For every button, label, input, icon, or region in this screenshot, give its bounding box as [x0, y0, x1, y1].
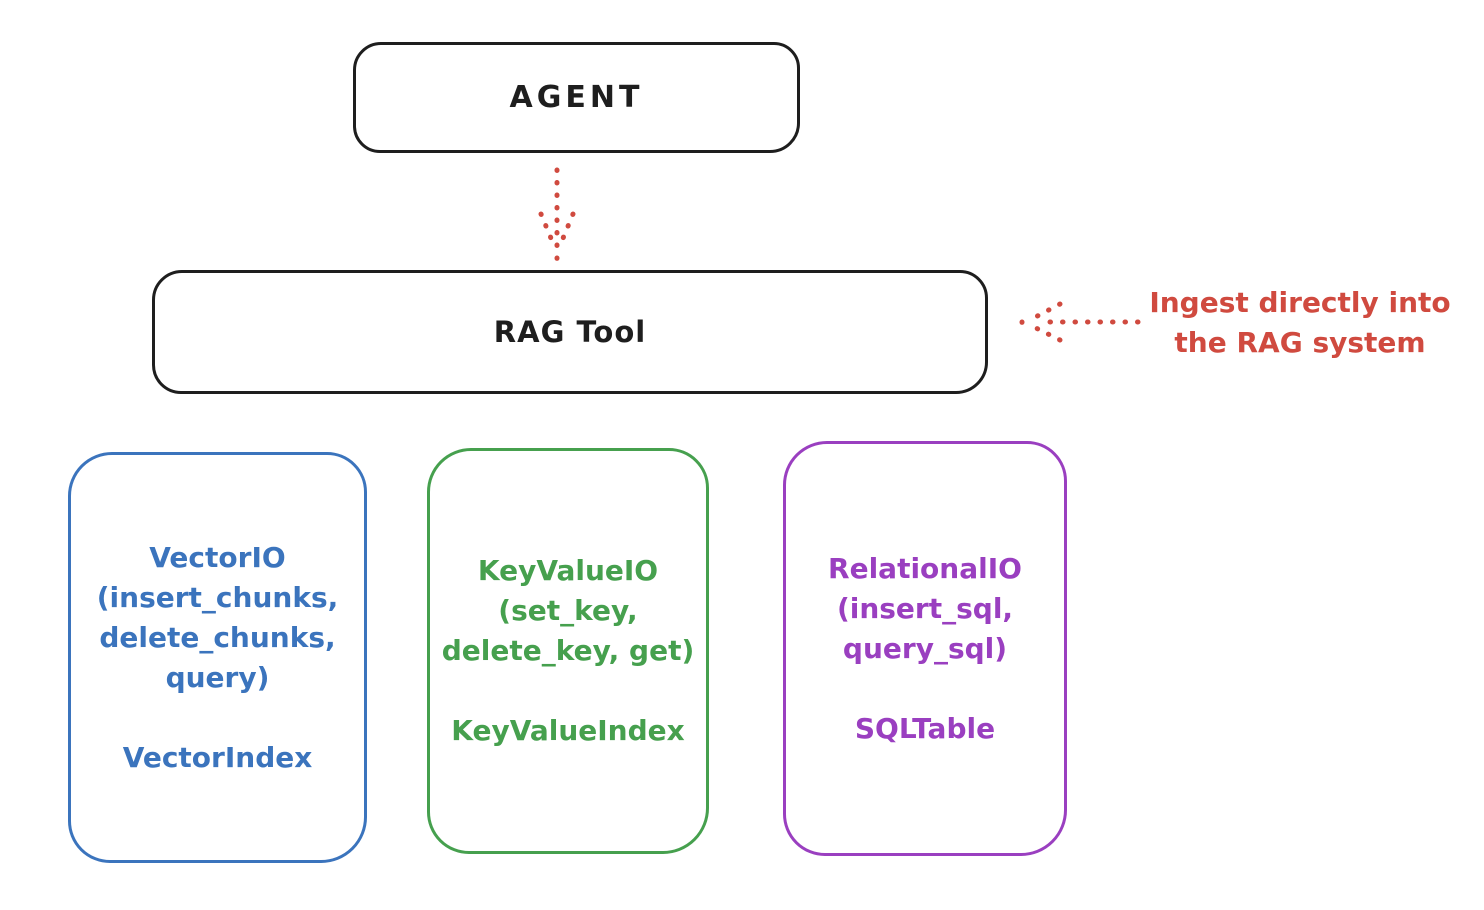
annotation-line-1: Ingest directly into: [1149, 286, 1451, 319]
key-value-io-line: KeyValueIO: [477, 554, 659, 587]
agent-label: AGENT: [509, 80, 644, 115]
agent-box: AGENT: [353, 42, 800, 153]
rag-tool-box: RAG Tool: [152, 270, 988, 394]
rag-tool-label: RAG Tool: [493, 315, 647, 349]
relational-io-line: RelationalIO: [828, 551, 1022, 585]
relational-io-line: (insert_sql,: [836, 591, 1014, 625]
key-value-index-label: KeyValueIndex: [451, 714, 685, 747]
vector-io-line: delete_chunks,: [99, 620, 336, 654]
vector-index-label: VectorIndex: [122, 740, 313, 774]
sql-table-label: SQLTable: [854, 711, 996, 745]
key-value-io-line: (set_key,: [498, 594, 638, 627]
key-value-io-box: KeyValueIO (set_key, delete_key, get) Ke…: [427, 448, 709, 854]
annotation-line-2: the RAG system: [1174, 326, 1426, 359]
annotation-text: Ingest directly into the RAG system: [1130, 283, 1470, 363]
arrow-annotation-to-ragtool-icon: [1019, 301, 1141, 343]
vector-io-line: query): [165, 660, 270, 694]
key-value-io-line: delete_key, get): [441, 634, 695, 667]
arrow-agent-to-ragtool-icon: [538, 167, 576, 261]
relational-io-box: RelationalIO (insert_sql, query_sql) SQL…: [783, 441, 1067, 856]
vector-io-line: VectorIO: [149, 540, 286, 574]
vector-io-line: (insert_chunks,: [96, 580, 339, 614]
vector-io-box: VectorIO (insert_chunks, delete_chunks, …: [68, 452, 367, 863]
relational-io-line: query_sql): [842, 631, 1008, 665]
